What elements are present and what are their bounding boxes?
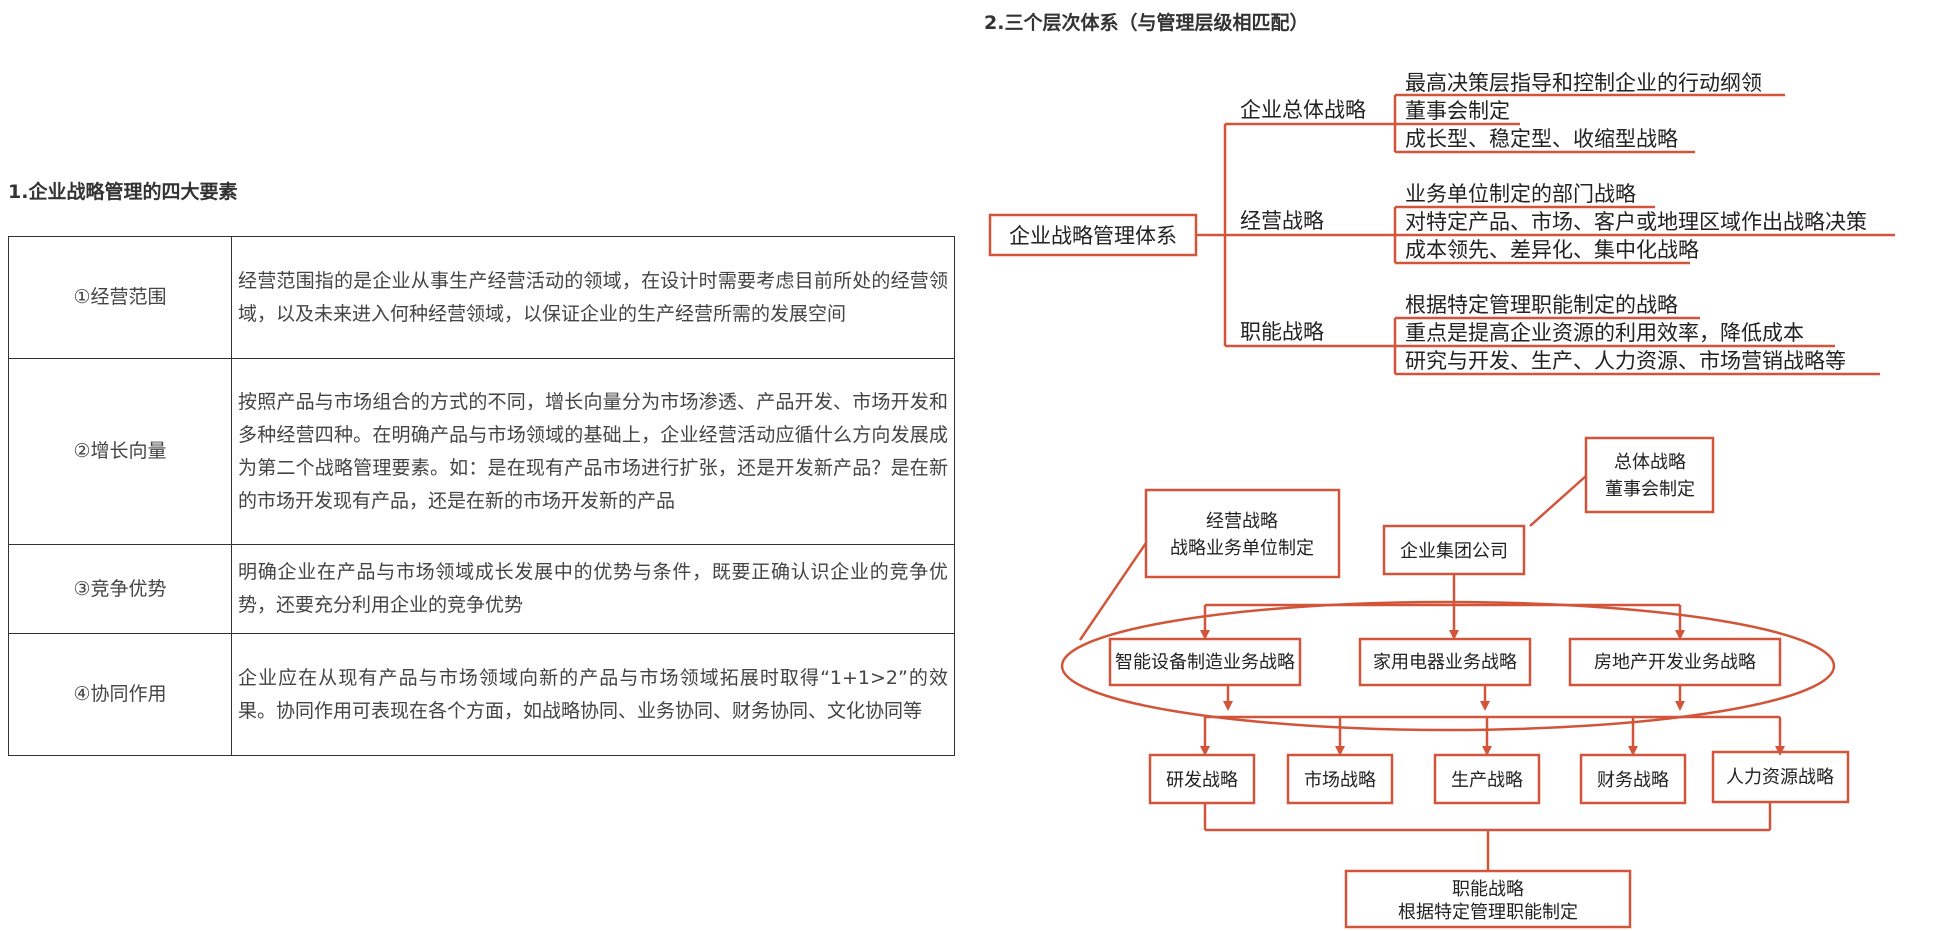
element-description: 经营范围指的是企业从事生产经营活动的领域，在设计时需要考虑目前所处的经营领域，以… (231, 236, 955, 359)
mindmap-leaf: 对特定产品、市场、客户或地理区域作出战略决策 (1405, 210, 1867, 234)
element-description: 明确企业在产品与市场领域成长发展中的优势与条件，既要正确认识企业的竞争优势，还要… (231, 544, 955, 634)
function-label: 人力资源战略 (1726, 767, 1834, 788)
overall-strategy-note: 董事会制定 (1605, 479, 1695, 500)
element-description: 企业应在从现有产品与市场领域向新的产品与市场领域拓展时取得“1+1>2”的效果。… (231, 633, 955, 756)
mindmap-root-label: 企业战略管理体系 (1009, 224, 1177, 248)
unit-box (1358, 637, 1532, 687)
unit-box (1108, 637, 1302, 687)
function-box (1433, 753, 1541, 805)
org-diagram: 总体战略 董事会制定 经营战略 战略业务单位制定 企业集团公司 智能设备制造业务… (1060, 436, 1850, 929)
table-row: ①经营范围 经营范围指的是企业从事生产经营活动的领域，在设计时需要考虑目前所处的… (8, 236, 955, 359)
element-name: ②增长向量 (8, 358, 232, 545)
mindmap-leaf: 根据特定管理职能制定的战略 (1405, 293, 1678, 317)
table-row: ③竞争优势 明确企业在产品与市场领域成长发展中的优势与条件，既要正确认识企业的竞… (8, 544, 955, 634)
strategy-elements-table: ①经营范围 经营范围指的是企业从事生产经营活动的领域，在设计时需要考虑目前所处的… (8, 236, 955, 756)
unit-label: 房地产开发业务战略 (1594, 652, 1756, 673)
mindmap-leaf: 研究与开发、生产、人力资源、市场营销战略等 (1405, 349, 1846, 373)
mindmap-leaf: 董事会制定 (1405, 99, 1510, 123)
org-connector (1078, 542, 1148, 641)
business-strategy-box (1144, 488, 1341, 579)
overall-strategy-label: 总体战略 (1614, 452, 1686, 473)
table-row: ②增长向量 按照产品与市场组合的方式的不同，增长向量分为市场渗透、产品开发、市场… (8, 358, 955, 545)
mindmap-branch-label: 职能战略 (1240, 320, 1324, 344)
function-label: 财务战略 (1597, 770, 1669, 791)
mindmap-leaf: 成本领先、差异化、集中化战略 (1405, 238, 1699, 262)
functional-strategy-note: 根据特定管理职能制定 (1398, 902, 1578, 923)
unit-label: 智能设备制造业务战略 (1115, 652, 1295, 673)
mindmap-leaf: 最高决策层指导和控制企业的行动纲领 (1405, 71, 1762, 95)
element-name: ①经营范围 (8, 236, 232, 359)
business-strategy-note: 战略业务单位制定 (1170, 538, 1314, 559)
functional-strategy-box (1344, 869, 1632, 929)
mindmap-leaf: 成长型、稳定型、收缩型战略 (1405, 127, 1678, 151)
overall-strategy-box (1584, 436, 1715, 514)
function-box (1579, 753, 1687, 805)
section2-title: 2.三个层次体系（与管理层级相匹配） (984, 12, 1309, 34)
function-label: 生产战略 (1451, 770, 1523, 791)
business-units-ellipse (1060, 600, 1836, 732)
mindmap-leaf: 业务单位制定的部门战略 (1405, 182, 1636, 206)
element-description: 按照产品与市场组合的方式的不同，增长向量分为市场渗透、产品开发、市场开发和多种经… (231, 358, 955, 545)
element-name: ③竞争优势 (8, 544, 232, 634)
element-name: ④协同作用 (8, 633, 232, 756)
mindmap-leaf: 重点是提高企业资源的利用效率，降低成本 (1405, 321, 1804, 345)
mindmap-branch-label: 企业总体战略 (1240, 98, 1366, 122)
function-box (1711, 750, 1850, 804)
table-row: ④协同作用 企业应在从现有产品与市场领域向新的产品与市场领域拓展时取得“1+1>… (8, 633, 955, 756)
company-label: 企业集团公司 (1400, 541, 1508, 562)
function-box (1286, 753, 1394, 805)
mindmap-branch-label: 经营战略 (1240, 209, 1324, 233)
org-connector (1529, 475, 1587, 527)
function-label: 研发战略 (1166, 770, 1238, 791)
business-strategy-label: 经营战略 (1206, 511, 1278, 532)
unit-box (1568, 637, 1782, 687)
function-box (1148, 753, 1256, 805)
unit-label: 家用电器业务战略 (1373, 652, 1517, 673)
mind-map: 企业战略管理体系 企业总体战略 最高决策层指导和控制企业的行动纲领 董事会制定 … (988, 71, 1895, 376)
function-label: 市场战略 (1304, 770, 1376, 791)
functional-strategy-label: 职能战略 (1452, 879, 1524, 900)
section1-title: 1.企业战略管理的四大要素 (8, 181, 238, 203)
